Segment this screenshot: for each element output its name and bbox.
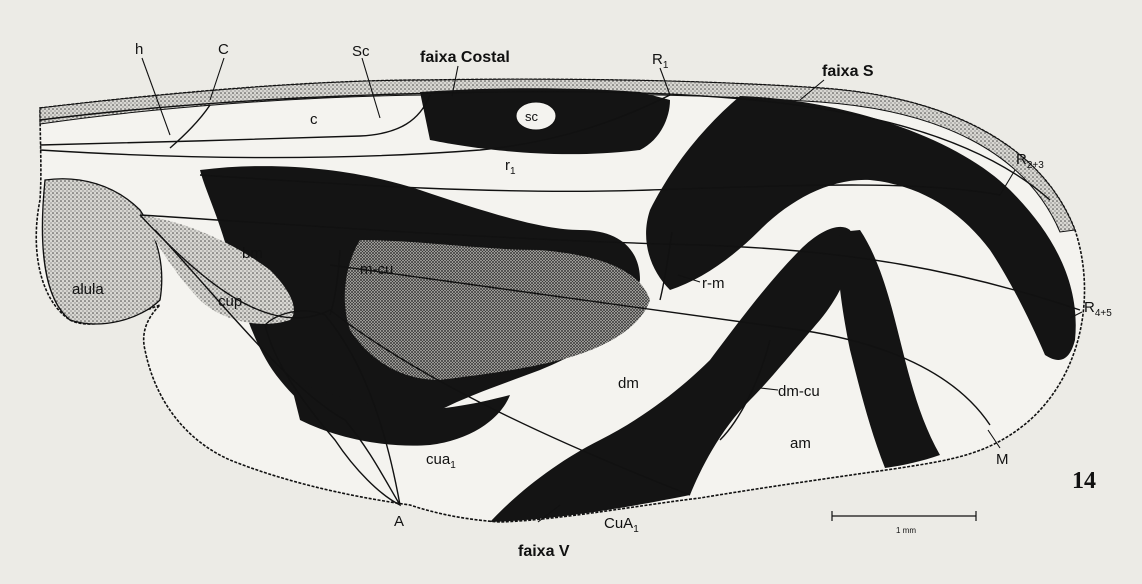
label-c-vein: C [218, 41, 229, 58]
label-dm: dm [618, 375, 639, 392]
label-am: am [790, 435, 811, 452]
label-bm: bm [242, 245, 263, 262]
scale-label: 1 mm [896, 526, 916, 535]
label-cup: cup [218, 293, 242, 310]
figure-number: 14 [1072, 468, 1096, 494]
label-m-cu: m-cu [360, 261, 393, 278]
label-r-m: r-m [702, 275, 725, 292]
label-faixa-v: faixa V [518, 543, 570, 560]
label-r45: R4+5 [1084, 299, 1112, 319]
label-faixa-costal: faixa Costal [420, 49, 510, 66]
label-sc-cell: sc [525, 109, 539, 124]
label-dm-cu: dm-cu [778, 383, 820, 400]
label-faixa-s: faixa S [822, 63, 874, 80]
label-alula: alula [72, 281, 104, 298]
label-sc-vein: Sc [352, 43, 370, 60]
label-h: h [135, 41, 143, 58]
label-a: A [394, 513, 404, 530]
label-cua1-vein: CuA1 [604, 515, 639, 535]
label-c-cell: c [310, 111, 318, 128]
scale-bar [832, 511, 976, 521]
label-m: M [996, 451, 1009, 468]
